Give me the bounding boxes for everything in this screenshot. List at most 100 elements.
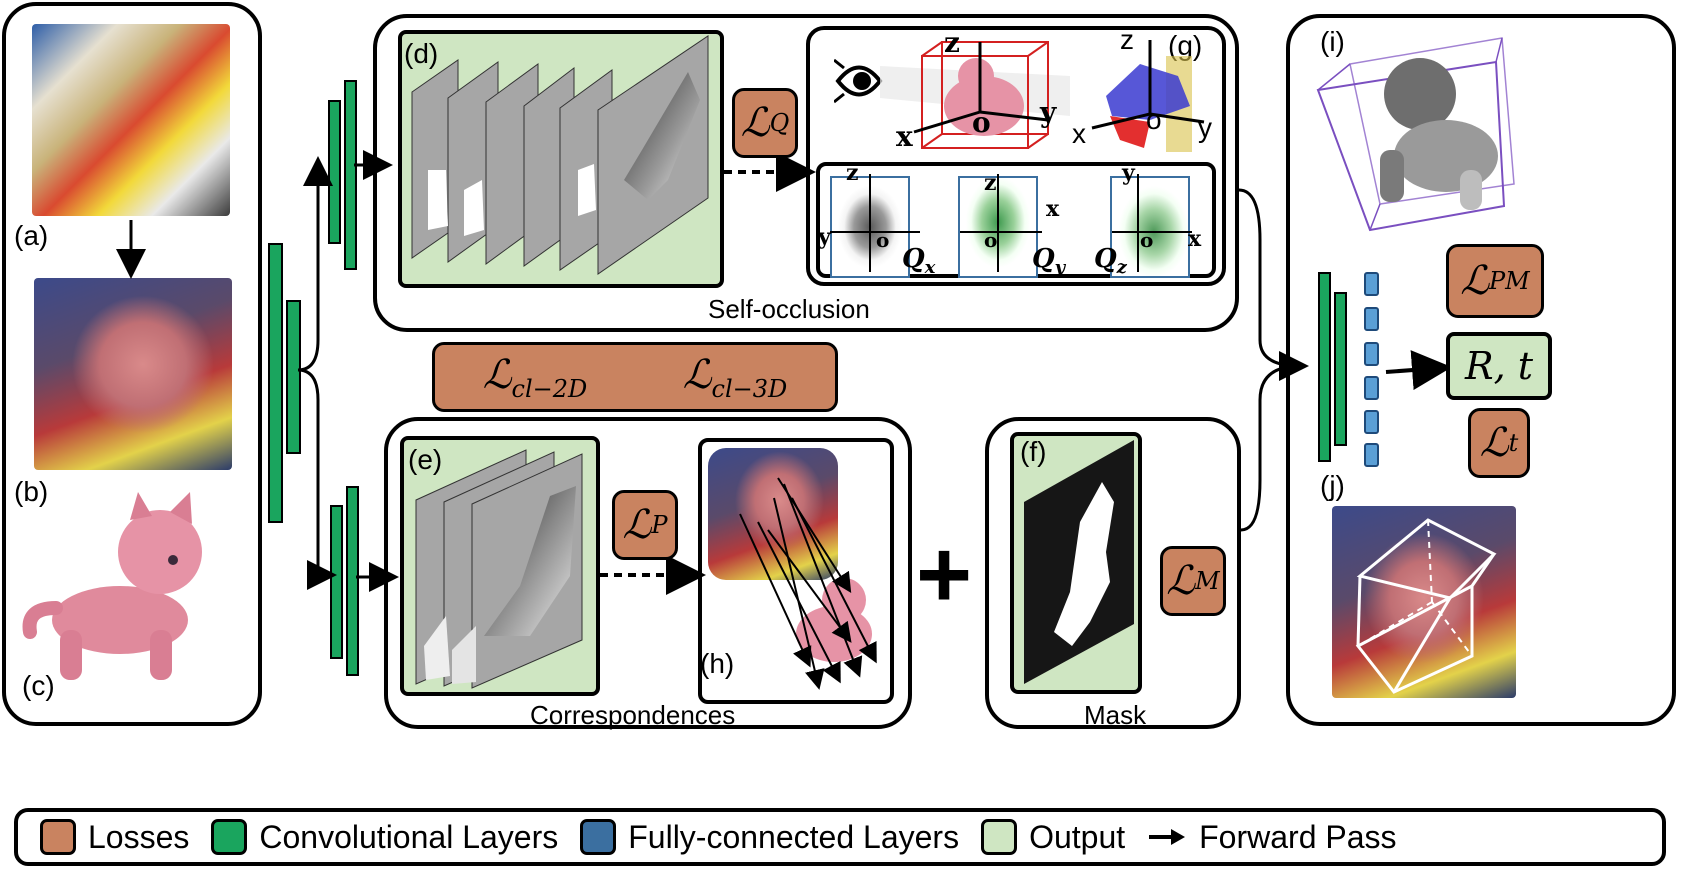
point-cloud-3d — [1091, 40, 1205, 152]
fc-layer-node — [1364, 410, 1379, 434]
correspondence-map-stack — [415, 449, 583, 689]
loss-cl-2d-symbol: ℒ — [482, 351, 512, 398]
fc-layer-node — [1364, 307, 1379, 331]
qz-label: Qz — [1094, 244, 1127, 278]
legend-swatch-fc — [580, 819, 617, 855]
axis-label-y: y — [1122, 160, 1135, 186]
loss-cl-3d-symbol: ℒ — [682, 351, 712, 398]
fc-layer-node — [1364, 342, 1379, 366]
legend-label-fc: Fully-connected Layers — [628, 818, 960, 855]
self-occlusion-map-stack — [411, 35, 709, 275]
matching-lines — [739, 477, 877, 690]
legend-swatch-output — [981, 819, 1018, 855]
loss-contrastive: ℒcl−2D ℒcl−3D — [432, 342, 838, 412]
qx-symbol: Q — [902, 244, 925, 274]
cat-model-image — [22, 492, 202, 680]
panel-label-d: (d) — [404, 38, 439, 69]
caption-self-occlusion: Self-occlusion — [708, 294, 870, 324]
legend-label-conv: Convolutional Layers — [259, 818, 559, 855]
conv-layer-bar — [286, 300, 301, 454]
loss-pm-subscript: PM — [1489, 267, 1530, 295]
loss-p-symbol: ℒ — [622, 502, 652, 548]
axis-label-x: x — [1072, 118, 1086, 149]
loss-pm-symbol: ℒ — [1460, 258, 1490, 304]
qz-subscript: z — [1116, 257, 1127, 279]
qy-label: Qy — [1032, 244, 1065, 278]
loss-cl-3d: ℒcl−3D — [683, 352, 788, 403]
panel-label-f: (f) — [1020, 436, 1047, 467]
loss-t-symbol: ℒ — [1479, 420, 1509, 466]
axis-label-o: o — [1146, 104, 1162, 135]
axis-label-y: y — [1040, 96, 1057, 129]
panel-label-i: (i) — [1320, 26, 1345, 57]
scene-image — [32, 24, 230, 216]
conv-layer-bar — [344, 80, 357, 270]
legend-item-fc: Fully-connected Layers — [580, 819, 959, 856]
axis-label-o: o — [972, 106, 991, 139]
legend: Losses Convolutional Layers Fully-connec… — [14, 808, 1666, 866]
axis-label-y: y — [1198, 112, 1212, 143]
pose-result-image — [1332, 506, 1516, 698]
loss-m-symbol: ℒ — [1166, 558, 1196, 604]
axis-label-z: z — [944, 26, 960, 59]
legend-item-losses: Losses — [40, 819, 189, 856]
loss-p-subscript: P — [651, 511, 668, 539]
axis-label-x: x — [1046, 196, 1060, 222]
panel-label-a: (a) — [14, 220, 49, 251]
caption-mask: Mask — [1084, 700, 1147, 730]
caption-correspondences: Correspondences — [530, 700, 736, 730]
panel-label-b: (b) — [14, 476, 49, 507]
loss-t-subscript: t — [1508, 429, 1519, 457]
conv-layer-bar — [346, 486, 359, 676]
mask-map — [1024, 440, 1134, 684]
axis-label-z: z — [1120, 24, 1134, 55]
legend-item-conv: Convolutional Layers — [211, 819, 558, 856]
matching-box — [698, 438, 894, 704]
panel-label-e: (e) — [408, 444, 443, 475]
qx-subscript: x — [924, 257, 936, 279]
panel-label-g: (g) — [1168, 30, 1203, 61]
projection-axes — [830, 174, 1192, 272]
matching-crop-image — [708, 448, 838, 580]
qz-symbol: Q — [1094, 244, 1117, 274]
axis-label-x: x — [896, 120, 913, 153]
legend-label-losses: Losses — [88, 818, 190, 855]
axis-label-z: z — [984, 170, 997, 196]
plus-symbol: + — [916, 521, 973, 628]
loss-cl-2d-subscript: cl−2D — [511, 374, 588, 403]
legend-swatch-losses — [40, 819, 76, 855]
axis-label-x: x — [1188, 226, 1202, 252]
legend-swatch-conv — [211, 819, 248, 855]
arrow-right-icon — [1149, 829, 1186, 845]
axis-label-o: o — [876, 228, 890, 252]
panel-label-h: (h) — [700, 648, 735, 679]
qx-label: Qx — [902, 244, 935, 278]
loss-cl-3d-subscript: cl−3D — [711, 374, 788, 403]
projection-qz — [1110, 176, 1190, 278]
conv-layer-bar — [1318, 272, 1331, 462]
qy-symbol: Q — [1032, 244, 1055, 274]
pose-output-label: R, t — [1464, 344, 1534, 388]
panel-label-c: (c) — [22, 670, 55, 701]
loss-q-symbol: ℒ — [740, 100, 770, 146]
qy-subscript: y — [1054, 257, 1066, 279]
legend-label-output: Output — [1029, 818, 1126, 855]
fc-layer-node — [1364, 443, 1379, 467]
fc-layer-node — [1364, 376, 1379, 400]
loss-cl-2d: ℒcl−2D — [483, 352, 588, 403]
loss-q-subscript: Q — [769, 109, 790, 137]
fc-layer-node — [1364, 272, 1379, 296]
axis-label-y: y — [818, 224, 831, 250]
crop-image — [34, 278, 232, 470]
eye-icon — [834, 58, 883, 104]
panel-label-j: (j) — [1320, 470, 1345, 501]
bounding-box-3d — [880, 41, 1070, 149]
conv-layer-bar — [268, 243, 283, 523]
axis-label-z: z — [846, 160, 859, 186]
